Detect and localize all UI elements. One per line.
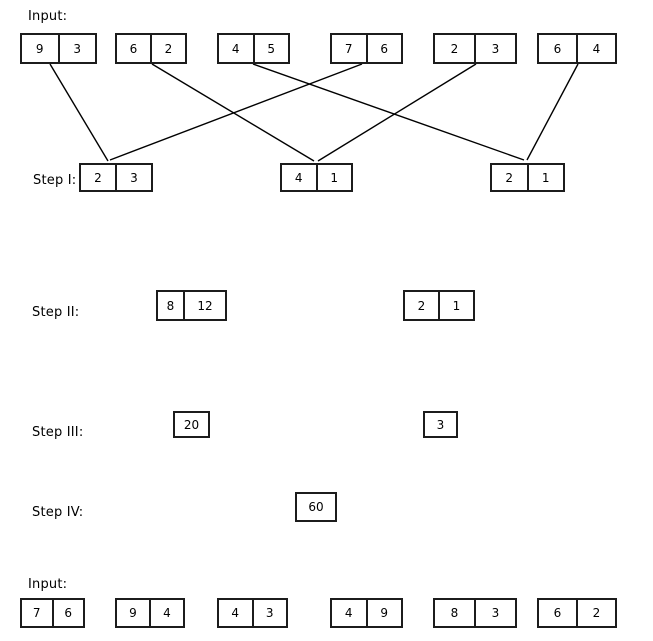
input-bottom-label: Input: [28, 577, 68, 592]
connector-line-1 [49, 63, 109, 162]
cell-value: 1 [526, 165, 564, 190]
input-top-box-5: 2 3 [433, 33, 517, 64]
cell-value: 3 [115, 165, 151, 190]
cell-value: 4 [231, 606, 240, 620]
cell-value: 6 [553, 41, 562, 56]
cell-value: 6 [129, 41, 138, 56]
cell-value: 4 [149, 600, 183, 626]
cell-value: 6 [365, 35, 402, 62]
cell-value: 1 [315, 165, 352, 190]
cell-value: 60 [308, 500, 324, 514]
input-top-box-1: 9 3 [20, 33, 97, 64]
cell-value: 4 [231, 41, 240, 56]
cell-value: 2 [450, 41, 459, 56]
input-bottom-box-6: 6 2 [537, 598, 617, 628]
cell-value: 8 [166, 298, 175, 313]
step2-box-2: 2 1 [403, 290, 475, 321]
cell-value: 1 [438, 292, 473, 319]
step3-box-1: 20 [173, 411, 210, 438]
cell-value: 12 [183, 292, 225, 319]
cell-value: 5 [252, 35, 289, 62]
cell-value: 9 [365, 600, 402, 626]
cell-value: 9 [35, 41, 44, 56]
cell-value: 20 [183, 417, 200, 432]
input-top-box-4: 7 6 [330, 33, 403, 64]
cell-value: 4 [576, 35, 615, 62]
cell-value: 2 [576, 600, 615, 626]
cell-value: 6 [553, 606, 562, 620]
cell-value: 2 [150, 35, 185, 62]
step2-box-1: 8 12 [156, 290, 227, 321]
step1-box-3: 2 1 [490, 163, 565, 192]
cell-value: 7 [32, 606, 41, 620]
input-bottom-box-1: 7 6 [20, 598, 85, 628]
input-bottom-box-2: 9 4 [115, 598, 185, 628]
input-top-label: Input: [28, 9, 68, 24]
step3-label: Step III: [32, 425, 84, 440]
step4-box-1: 60 [295, 492, 337, 522]
input-top-box-3: 4 5 [217, 33, 290, 64]
step1-box-2: 4 1 [280, 163, 353, 192]
connector-line-3 [252, 63, 525, 161]
input-bottom-box-5: 8 3 [433, 598, 517, 628]
step2-label: Step II: [32, 305, 80, 320]
cell-value: 7 [344, 41, 353, 56]
cell-value: 2 [94, 170, 102, 185]
step3-box-2: 3 [423, 411, 458, 438]
step1-box-1: 2 3 [79, 163, 153, 192]
cell-value: 4 [294, 170, 303, 185]
connector-line-2 [151, 63, 315, 162]
input-bottom-box-3: 4 3 [217, 598, 288, 628]
connector-line-4 [109, 63, 363, 161]
cell-value: 4 [344, 606, 353, 620]
cell-value: 8 [450, 606, 459, 620]
input-top-box-2: 6 2 [115, 33, 187, 64]
connector-line-5 [317, 63, 477, 162]
connector-line-6 [526, 63, 579, 161]
cell-value: 2 [417, 298, 426, 313]
cell-value: 3 [436, 417, 445, 432]
cell-value: 3 [474, 600, 515, 626]
step4-label: Step IV: [32, 505, 84, 520]
cell-value: 9 [129, 606, 137, 620]
cell-value: 3 [251, 600, 287, 626]
step1-label: Step I: [33, 173, 77, 188]
cell-value: 6 [51, 600, 84, 626]
input-top-box-6: 6 4 [537, 33, 617, 64]
cell-value: 2 [505, 170, 514, 185]
cell-value: 3 [57, 35, 96, 62]
input-bottom-box-4: 4 9 [330, 598, 403, 628]
cell-value: 3 [474, 35, 515, 62]
